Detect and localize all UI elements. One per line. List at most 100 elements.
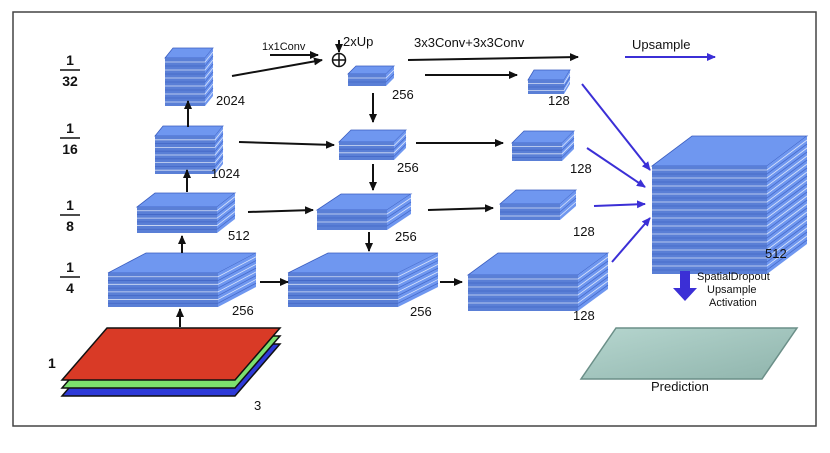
map-slice-line bbox=[339, 133, 407, 147]
middle-map-1-4 bbox=[287, 252, 439, 307]
right-map-1-4 bbox=[466, 252, 610, 311]
scale-denominator: 4 bbox=[66, 280, 74, 296]
map-slice-line bbox=[652, 139, 808, 171]
arrow-enc16-to-mid16 bbox=[238, 140, 335, 149]
add-symbol bbox=[331, 52, 347, 68]
lateral-arrows bbox=[231, 40, 579, 286]
map-side-face bbox=[217, 193, 235, 233]
map-slice-line bbox=[137, 203, 236, 219]
map-front-face bbox=[137, 207, 217, 233]
map-slice-line bbox=[652, 175, 808, 207]
middle-map-1-8 bbox=[315, 193, 413, 230]
map-side-face bbox=[218, 253, 256, 307]
map-slice-line bbox=[165, 55, 214, 67]
map-slice-line bbox=[652, 155, 808, 187]
map-slice-line bbox=[652, 235, 808, 267]
upsample-arrow-r32 bbox=[581, 83, 651, 171]
map-slice-line bbox=[165, 79, 214, 91]
head-down-arrow bbox=[673, 271, 697, 301]
input-channels-label: 3 bbox=[254, 398, 261, 413]
map-slice-line bbox=[652, 167, 808, 199]
map-slice-line bbox=[468, 264, 609, 288]
right-map-1-16 bbox=[511, 130, 575, 161]
map-slice-line bbox=[165, 71, 214, 83]
map-slice-line bbox=[288, 267, 439, 289]
right-map-1-32 bbox=[527, 69, 571, 94]
map-slice-line bbox=[652, 159, 808, 191]
map-slice-line bbox=[165, 63, 214, 75]
prediction-label: Prediction bbox=[651, 379, 709, 394]
map-slice-line bbox=[468, 260, 609, 284]
input-red-channel bbox=[60, 327, 282, 381]
map-slice-line bbox=[317, 205, 412, 223]
map-slice-line bbox=[528, 76, 571, 88]
map-slice-line bbox=[348, 69, 395, 79]
map-slice-line bbox=[652, 191, 808, 223]
middle-map-1-32 bbox=[347, 65, 395, 86]
scale-denominator: 32 bbox=[62, 73, 78, 89]
scale-numerator: 1 bbox=[66, 197, 74, 213]
scale-numerator: 1 bbox=[66, 52, 74, 68]
map-slice-line bbox=[512, 134, 575, 148]
output-channels-label: 512 bbox=[765, 246, 787, 261]
map-slice-line bbox=[288, 271, 439, 293]
middle-map-1-16 bbox=[338, 129, 407, 160]
map-slice-line bbox=[652, 227, 808, 259]
map-front-face bbox=[652, 166, 767, 274]
map-slice-line bbox=[652, 183, 808, 215]
map-slice-line bbox=[339, 136, 407, 150]
head-step-spatial-dropout: SpatialDropout bbox=[697, 271, 770, 283]
topdown-arrows bbox=[365, 93, 377, 252]
map-slice-line bbox=[108, 256, 257, 278]
map-slice-line bbox=[165, 75, 214, 87]
up2x-label: 2xUp bbox=[343, 34, 373, 49]
map-slice-line bbox=[652, 219, 808, 251]
map-slice-line bbox=[512, 137, 575, 151]
prediction-plane bbox=[579, 327, 799, 380]
scale-label-1-8: 1 8 bbox=[60, 197, 80, 234]
conv1x1-label: 1x1Conv bbox=[262, 41, 306, 53]
map-slice-line bbox=[652, 151, 808, 183]
map-slice-line bbox=[155, 144, 224, 156]
encoder-channels-label: 512 bbox=[228, 228, 250, 243]
arrow-enc8-to-mid8 bbox=[247, 206, 314, 215]
scale-label-1-4: 1 4 bbox=[60, 259, 80, 296]
map-slice-line bbox=[137, 211, 236, 226]
map-slice-line bbox=[108, 260, 257, 281]
map-slice-line bbox=[165, 51, 214, 63]
map-slice-line bbox=[165, 83, 214, 95]
map-slice-line bbox=[500, 193, 577, 209]
map-slice-line bbox=[288, 263, 439, 285]
head-step-activation: Activation bbox=[709, 297, 757, 309]
right-channels-label: 128 bbox=[570, 161, 592, 176]
encoder-channels-label: 1024 bbox=[211, 166, 240, 181]
map-slice-line bbox=[137, 214, 236, 230]
map-slice-line bbox=[652, 215, 808, 247]
map-slice-line bbox=[652, 163, 808, 195]
encoder-map-1-16 bbox=[154, 125, 224, 174]
encoder-map-1-32 bbox=[164, 47, 214, 106]
arrow-mid8-to-r8 bbox=[427, 204, 494, 213]
map-slice-line bbox=[528, 80, 571, 91]
right-channels-label: 128 bbox=[573, 308, 595, 323]
map-slice-line bbox=[155, 159, 224, 171]
map-slice-line bbox=[468, 284, 609, 308]
upsample-arrow-r16 bbox=[586, 147, 646, 188]
encoder-map-1-8 bbox=[135, 192, 237, 233]
right-map-1-8 bbox=[498, 189, 578, 220]
map-slice-line bbox=[108, 282, 257, 304]
figure-border bbox=[12, 11, 817, 427]
map-slice-line bbox=[468, 276, 609, 300]
map-slice-line bbox=[652, 223, 808, 255]
map-slice-line bbox=[528, 73, 571, 84]
map-slice-line bbox=[468, 280, 609, 304]
map-slice-line bbox=[155, 152, 224, 164]
map-slice-line bbox=[652, 171, 808, 203]
middle-channels-label: 256 bbox=[392, 87, 414, 102]
input-image-stack bbox=[60, 327, 282, 397]
right-channels-label: 128 bbox=[573, 224, 595, 239]
map-front-face bbox=[348, 74, 386, 86]
scale-denominator: 16 bbox=[62, 141, 78, 157]
map-slice-line bbox=[652, 187, 808, 219]
encoder-map-1-4 bbox=[107, 252, 257, 307]
